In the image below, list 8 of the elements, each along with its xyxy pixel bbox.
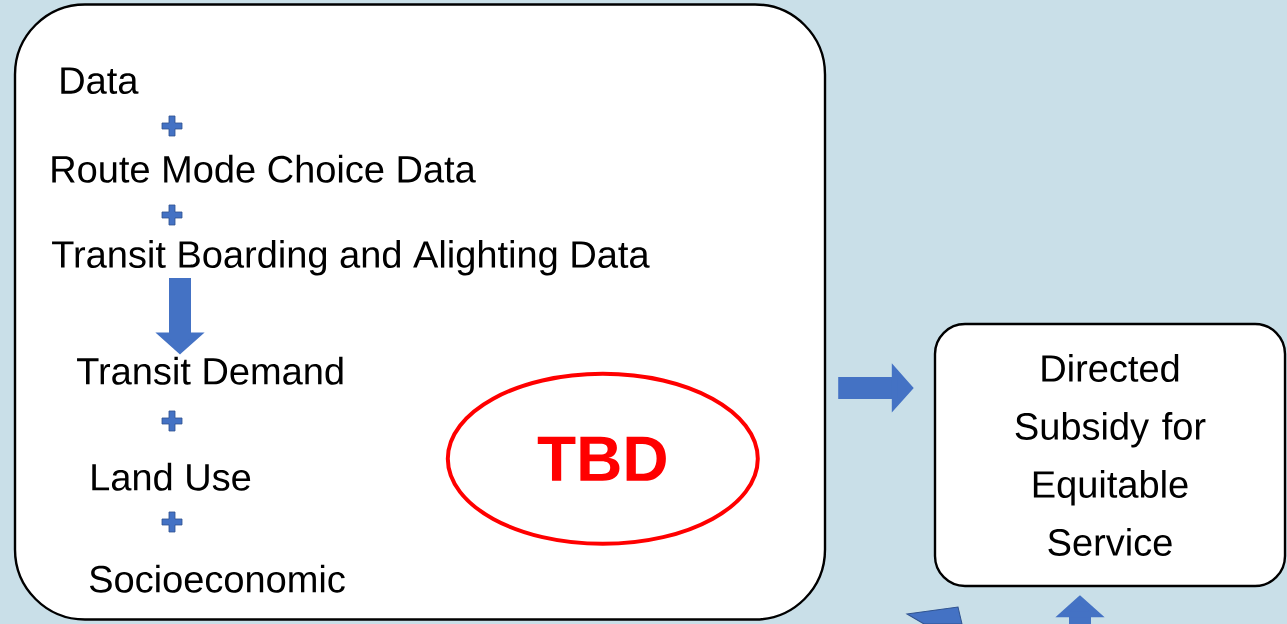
list-item-text: Socioeconomic [89,564,345,593]
result-box: Directed Subsidy for Equitable Service [933,322,1287,588]
rounded-panel [13,3,827,621]
list-item-text: Data [61,67,139,95]
list-item-text: Land Use [92,462,251,491]
list-item-text: Route Mode Choice Data [52,154,476,183]
list-item-text: Transit Demand [77,356,343,385]
list-item-text: Transit Boarding and Alighting Data [52,240,650,276]
